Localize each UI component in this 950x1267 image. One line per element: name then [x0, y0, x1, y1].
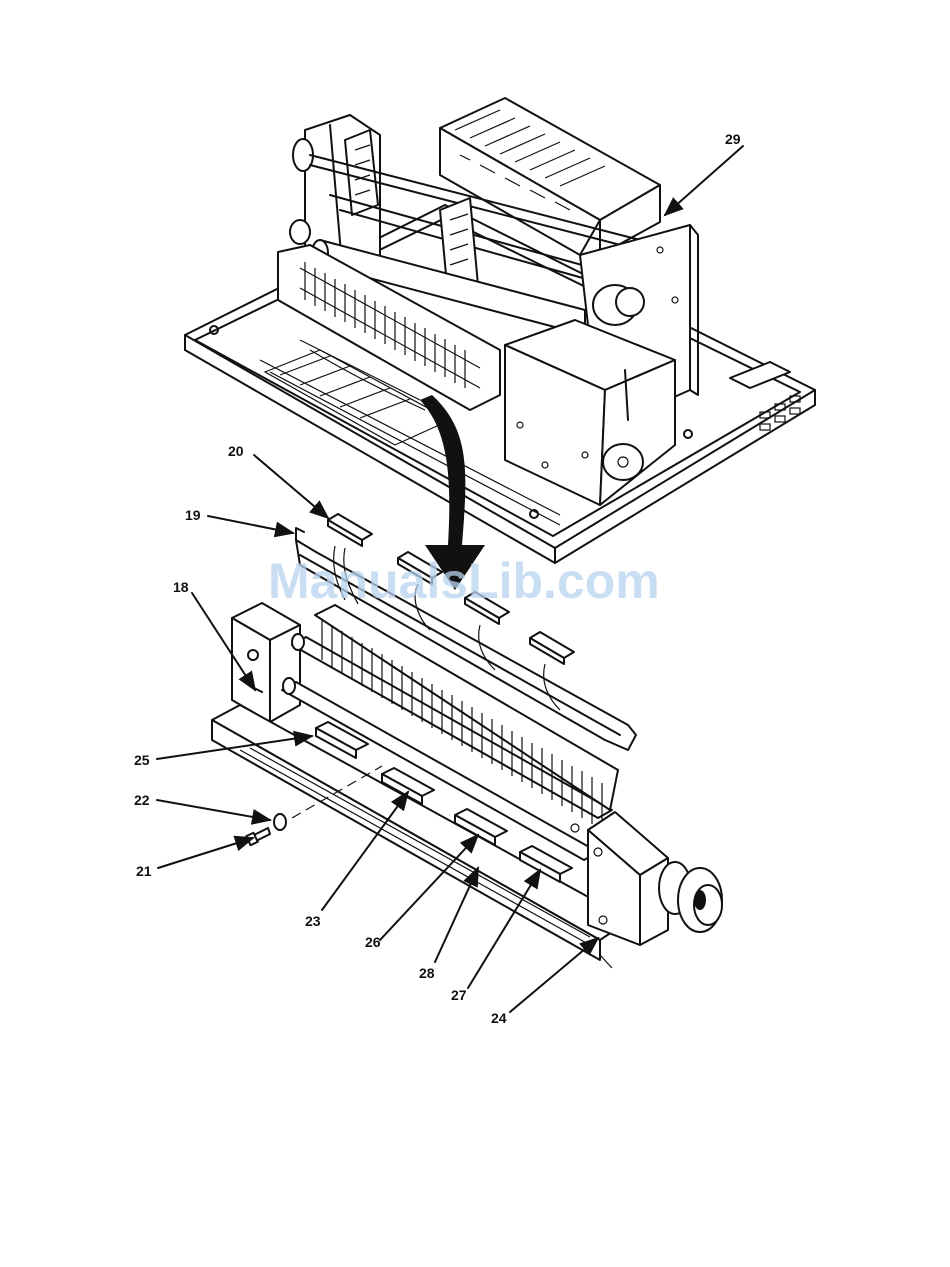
- callout-18: 18: [173, 579, 189, 595]
- callout-25: 25: [134, 752, 150, 768]
- screw-part: [246, 828, 270, 845]
- callout-19: 19: [185, 507, 201, 523]
- callout-29: 29: [725, 131, 741, 147]
- callout-20: 20: [228, 443, 244, 459]
- callout-28: 28: [419, 965, 435, 981]
- callout-24: 24: [491, 1010, 507, 1026]
- left-end-bracket: [232, 603, 300, 722]
- printer-base-assembly: [185, 98, 815, 563]
- washer-part: [274, 814, 286, 830]
- callout-21: 21: [136, 863, 152, 879]
- watermark-text: ManualsLib.com: [268, 553, 660, 609]
- callout-22: 22: [134, 792, 150, 808]
- callout-26: 26: [365, 934, 381, 950]
- callout-23: 23: [305, 913, 321, 929]
- callout-27: 27: [451, 987, 467, 1003]
